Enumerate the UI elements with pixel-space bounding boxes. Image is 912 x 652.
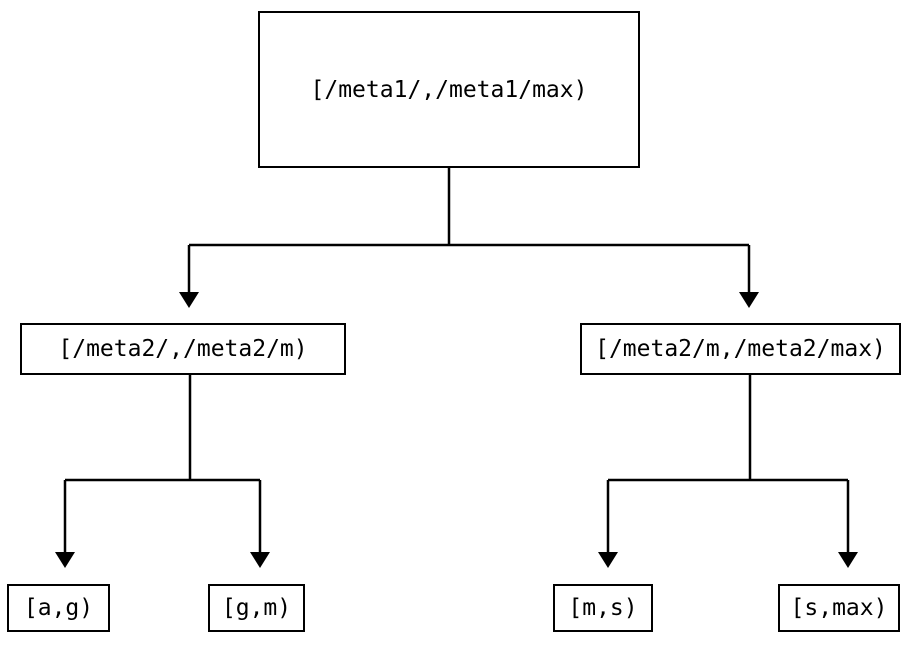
node-mid-right-label: [/meta2/m,/meta2/max) <box>595 336 886 362</box>
node-root-label: [/meta1/,/meta1/max) <box>310 76 588 103</box>
node-mid-left[interactable]: [/meta2/,/meta2/m) <box>20 323 346 375</box>
node-leaf-a-g-label: [a,g) <box>23 595 94 621</box>
node-leaf-m-s[interactable]: [m,s) <box>553 584 653 632</box>
arrowhead-leaf-4 <box>838 552 858 568</box>
arrowhead-leaf-1 <box>55 552 75 568</box>
arrowhead-mid-left <box>179 292 199 308</box>
node-leaf-m-s-label: [m,s) <box>568 595 638 621</box>
node-mid-left-label: [/meta2/,/meta2/m) <box>58 336 308 362</box>
arrowhead-leaf-3 <box>598 552 618 568</box>
node-root[interactable]: [/meta1/,/meta1/max) <box>258 11 640 168</box>
node-leaf-g-m[interactable]: [g,m) <box>208 584 305 632</box>
node-leaf-s-max-label: [s,max) <box>790 595 888 621</box>
node-leaf-g-m-label: [g,m) <box>221 595 292 621</box>
node-leaf-s-max[interactable]: [s,max) <box>778 584 900 632</box>
node-mid-right[interactable]: [/meta2/m,/meta2/max) <box>580 323 901 375</box>
arrowhead-mid-right <box>739 292 759 308</box>
node-leaf-a-g[interactable]: [a,g) <box>7 584 110 632</box>
arrowhead-leaf-2 <box>250 552 270 568</box>
